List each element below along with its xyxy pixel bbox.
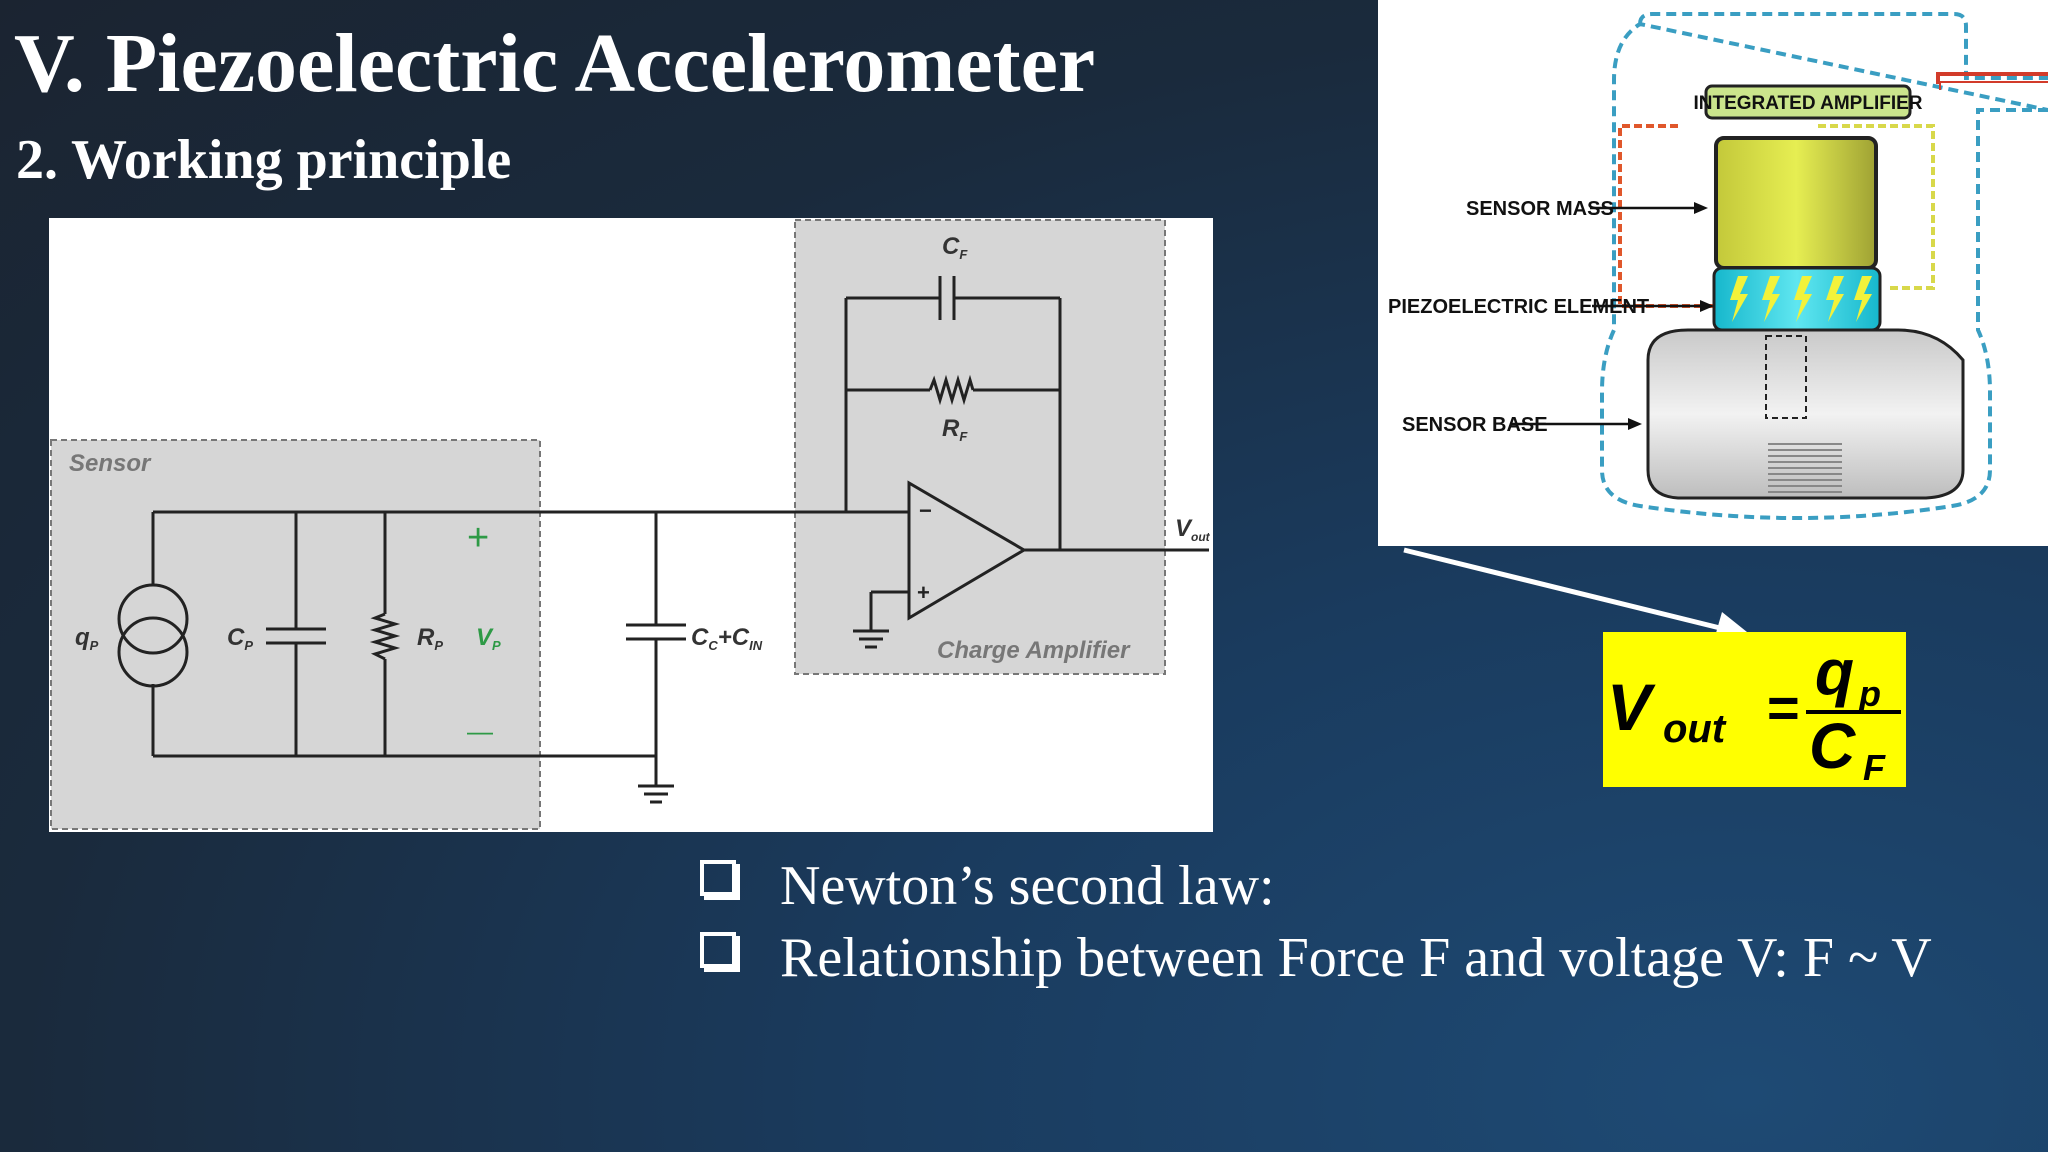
cp-label: CP (227, 624, 253, 653)
cc-cin-label: CC+CIN (691, 624, 763, 653)
sensor-box (50, 439, 541, 830)
sensor-base-arrowhead (1628, 418, 1642, 430)
accelerometer-cross-section-diagram: INTEGRATED AMPLIFIER SENSOR MASS PIEZOEL… (1378, 0, 2048, 546)
bullet-text: Relationship between Force F and voltage… (780, 927, 1932, 989)
integrated-amplifier-box (1704, 84, 1912, 120)
negative-terminal-sign: — (467, 716, 493, 746)
capacitor-cc-cin-symbol (626, 623, 686, 641)
formula-denominator-sub: F (1863, 747, 1886, 787)
capacitor-cp-symbol (266, 627, 326, 645)
sensor-base-shape (1646, 328, 1965, 500)
formula-denominator-c: C (1809, 710, 1856, 782)
vout-label: Vout (1175, 515, 1211, 544)
checkbox-bullet-icon (700, 932, 736, 968)
thread-lines (1768, 443, 1842, 493)
formula-vout-sub: out (1663, 707, 1727, 751)
bullet-item: Relationship between Force F and voltage… (700, 922, 1932, 994)
charge-amplifier-label: Charge Amplifier (937, 637, 1131, 664)
bullet-item: Newton’s second law: (700, 850, 1932, 922)
integrated-amplifier-label: INTEGRATED AMPLIFIER (1693, 93, 1922, 114)
housing-outline (1600, 12, 2048, 520)
charge-amplifier-circuit-diagram: Sensor Charge Amplifier (49, 218, 1213, 832)
vout-formula: V out = q p C F (1607, 636, 1901, 787)
checkbox-bullet-icon (700, 860, 736, 896)
op-amp-symbol (907, 480, 1027, 621)
resistor-rp-symbol (369, 612, 401, 661)
signal-wire-orange (1618, 124, 1714, 308)
formula-equals: = (1767, 676, 1800, 739)
slide-subtitle: 2. Working principle (16, 129, 512, 191)
base-stud-hole (1765, 335, 1807, 419)
slide-title: V. Piezoelectric Accelerometer (14, 17, 1096, 110)
piezoelectric-element-arrowhead (1700, 300, 1714, 312)
formula-vout-v: V (1607, 670, 1656, 744)
resistor-rf-symbol (928, 374, 975, 406)
charge-amplifier-box (794, 219, 1166, 675)
sensor-base-label: SENSOR BASE (1402, 414, 1548, 436)
cf-label: CF (942, 233, 968, 262)
circuit-wires (151, 296, 1209, 786)
formula-numerator-sub: p (1858, 673, 1881, 714)
output-wire-red (1936, 72, 2048, 84)
circuit-svg: Sensor Charge Amplifier (50, 219, 1211, 830)
piezoelectric-element-label: PIEZOELECTRIC ELEMENT (1388, 296, 1649, 318)
signal-wire-yellow (1818, 124, 1935, 290)
qp-label: qP (75, 624, 99, 653)
rp-label: RP (417, 624, 443, 653)
bullet-list: Newton’s second law: Relationship betwee… (700, 850, 1932, 994)
capacitor-cf-symbol (938, 276, 956, 320)
sensor-box-label: Sensor (69, 450, 152, 477)
cross-section-svg: INTEGRATED AMPLIFIER SENSOR MASS PIEZOEL… (1388, 12, 2048, 520)
sensor-mass-block (1714, 136, 1878, 270)
op-amp-inverting-sign: − (919, 498, 932, 523)
ground-symbol (638, 629, 889, 804)
rf-label: RF (942, 415, 968, 444)
vp-label: VP (476, 624, 501, 653)
connecting-arrow (1403, 547, 1752, 640)
formula-numerator-q: q (1815, 636, 1854, 708)
sensor-mass-arrowhead (1694, 202, 1708, 214)
current-source-symbol (117, 583, 189, 688)
vout-formula-box: V out = q p C F (1603, 632, 1906, 787)
sensor-mass-label: SENSOR MASS (1466, 198, 1614, 220)
positive-terminal-sign: + (467, 517, 489, 559)
output-wire-red-2 (1939, 81, 2048, 90)
bullet-text: Newton’s second law: (780, 855, 1275, 917)
lightning-icon (1730, 276, 1872, 322)
op-amp-noninverting-sign: + (917, 580, 930, 605)
